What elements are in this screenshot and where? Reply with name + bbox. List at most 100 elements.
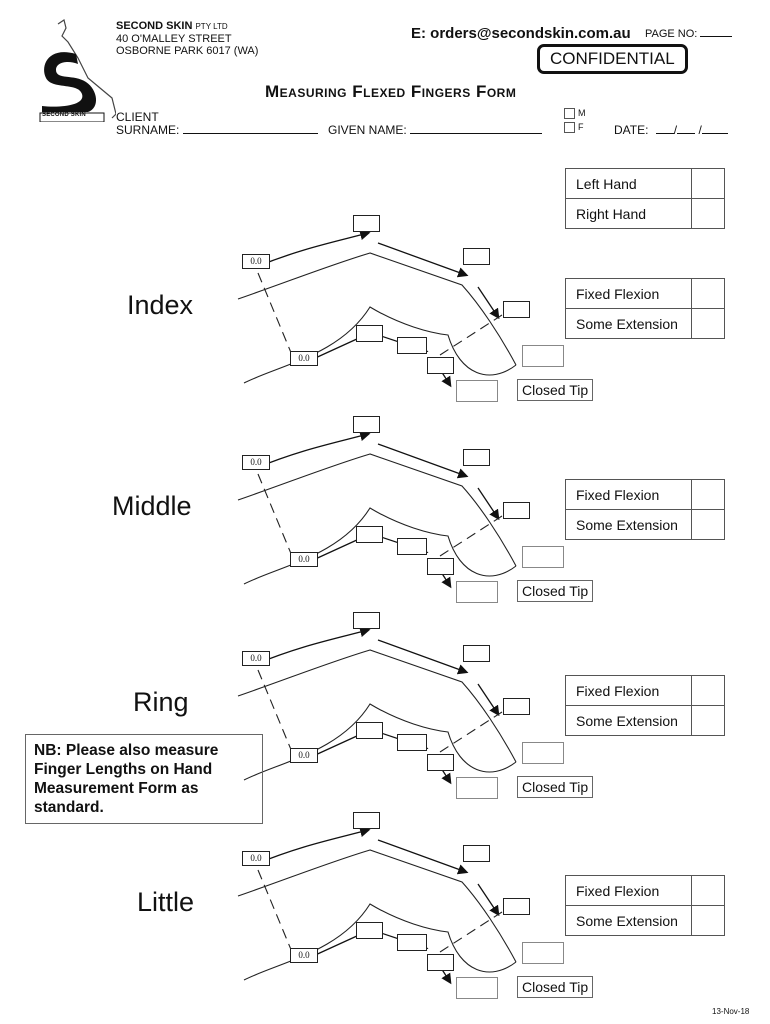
sex-male-option[interactable]: M [564, 108, 586, 120]
tip-measure-box[interactable] [522, 345, 564, 367]
hand-row-right: Right Hand [565, 198, 725, 229]
measure-box-distal-bottom[interactable] [427, 357, 454, 374]
checkbox-female[interactable] [564, 122, 575, 134]
arrow-distal-top [477, 683, 500, 717]
fixed-flexion-checkbox[interactable] [691, 479, 725, 510]
form-title: Measuring Flexed Fingers Form [265, 82, 517, 101]
measure-box-distal-bottom[interactable] [427, 954, 454, 971]
sex-female-option[interactable]: F [564, 122, 584, 134]
some-extension-label: Some Extension [565, 308, 692, 339]
fixed-flexion-checkbox[interactable] [691, 875, 725, 906]
measure-box-distal-top[interactable] [503, 502, 530, 519]
given-name-input[interactable] [410, 133, 543, 134]
surname-input[interactable] [182, 133, 318, 134]
footer-date: 13-Nov-18 [712, 1007, 750, 1016]
flexion-row-extension: Some Extension [565, 905, 725, 936]
closed-tip-value-box[interactable] [456, 581, 498, 603]
arrow-middle-top [377, 443, 469, 479]
measure-box-middle-top[interactable] [463, 248, 490, 265]
measure-box-middle-bottom[interactable] [397, 337, 427, 354]
arrow-proximal-top [255, 430, 371, 469]
closed-tip-value-box[interactable] [456, 977, 498, 999]
finger-name: Index [127, 290, 194, 320]
arrow-distal-top [477, 286, 500, 320]
hand-left-checkbox[interactable] [691, 168, 725, 199]
bottom-base-value[interactable]: 0.0 [290, 748, 318, 763]
tip-measure-box[interactable] [522, 742, 564, 764]
bottom-base-value[interactable]: 0.0 [290, 552, 318, 567]
measure-box-proximal-bottom[interactable] [356, 922, 383, 939]
hand-row-left: Left Hand [565, 168, 725, 199]
date-year-input[interactable] [701, 133, 728, 134]
measure-box-proximal-top[interactable] [353, 812, 380, 829]
flexion-row-fixed: Fixed Flexion [565, 278, 725, 309]
some-extension-checkbox[interactable] [691, 308, 725, 339]
measure-box-proximal-bottom[interactable] [356, 526, 383, 543]
logo-text: SECOND SKIN [42, 112, 86, 118]
arrow-distal-top [477, 487, 500, 521]
hand-select-table: Left Hand Right Hand [565, 168, 725, 229]
closed-tip-value-box[interactable] [456, 380, 498, 402]
page-no-input[interactable] [700, 36, 733, 37]
top-base-value[interactable]: 0.0 [242, 254, 270, 269]
flexion-row-fixed: Fixed Flexion [565, 875, 725, 906]
measure-box-proximal-top[interactable] [353, 215, 380, 232]
surname-label: SURNAME: [116, 123, 180, 137]
fixed-flexion-checkbox[interactable] [691, 278, 725, 309]
fixed-flexion-label: Fixed Flexion [565, 278, 692, 309]
finger-name: Little [137, 887, 195, 917]
some-extension-checkbox[interactable] [691, 905, 725, 936]
hand-right-checkbox[interactable] [691, 198, 725, 229]
arrow-proximal-top [255, 229, 371, 268]
some-extension-checkbox[interactable] [691, 509, 725, 540]
top-base-value[interactable]: 0.0 [242, 455, 270, 470]
surname-field: SURNAME: [116, 123, 318, 137]
closed-tip-value-box[interactable] [456, 777, 498, 799]
flexion-row-fixed: Fixed Flexion [565, 479, 725, 510]
measure-box-distal-top[interactable] [503, 898, 530, 915]
arrow-middle-top [377, 839, 469, 875]
tip-measure-box[interactable] [522, 942, 564, 964]
measure-box-middle-bottom[interactable] [397, 734, 427, 751]
measure-box-distal-bottom[interactable] [427, 754, 454, 771]
top-base-value[interactable]: 0.0 [242, 851, 270, 866]
flexion-table: Fixed Flexion Some Extension [565, 479, 725, 540]
contact-email: E: orders@secondskin.com.au [411, 25, 631, 42]
base-dashed-line [257, 869, 293, 953]
hand-left-label: Left Hand [565, 168, 692, 199]
sex-male-label: M [578, 108, 586, 118]
logo-figure-icon [39, 19, 117, 123]
checkbox-male[interactable] [564, 108, 575, 120]
bottom-base-value[interactable]: 0.0 [290, 351, 318, 366]
fixed-flexion-label: Fixed Flexion [565, 875, 692, 906]
measure-box-middle-top[interactable] [463, 449, 490, 466]
date-separator: / [698, 123, 702, 137]
fixed-flexion-checkbox[interactable] [691, 675, 725, 706]
measure-box-distal-bottom[interactable] [427, 558, 454, 575]
bottom-base-value[interactable]: 0.0 [290, 948, 318, 963]
base-dashed-line [257, 272, 293, 356]
measure-box-proximal-top[interactable] [353, 612, 380, 629]
fixed-flexion-label: Fixed Flexion [565, 479, 692, 510]
arrow-proximal-top [255, 626, 371, 665]
finger-name: Middle [112, 491, 192, 521]
measure-box-middle-bottom[interactable] [397, 538, 427, 555]
top-base-value[interactable]: 0.0 [242, 651, 270, 666]
arrow-middle-top [377, 639, 469, 675]
measure-box-middle-bottom[interactable] [397, 934, 427, 951]
finger-palmar-outline [243, 507, 517, 585]
closed-tip-label: Closed Tip [517, 776, 594, 798]
measure-box-middle-top[interactable] [463, 645, 490, 662]
measure-box-proximal-bottom[interactable] [356, 325, 383, 342]
tip-measure-box[interactable] [522, 546, 564, 568]
date-month-input[interactable] [677, 133, 696, 134]
some-extension-checkbox[interactable] [691, 705, 725, 736]
date-day-input[interactable] [655, 133, 674, 134]
closed-tip-label: Closed Tip [517, 580, 594, 602]
tip-dashed-line [439, 911, 503, 953]
measure-box-distal-top[interactable] [503, 301, 530, 318]
measure-box-proximal-bottom[interactable] [356, 722, 383, 739]
measure-box-proximal-top[interactable] [353, 416, 380, 433]
measure-box-middle-top[interactable] [463, 845, 490, 862]
measure-box-distal-top[interactable] [503, 698, 530, 715]
